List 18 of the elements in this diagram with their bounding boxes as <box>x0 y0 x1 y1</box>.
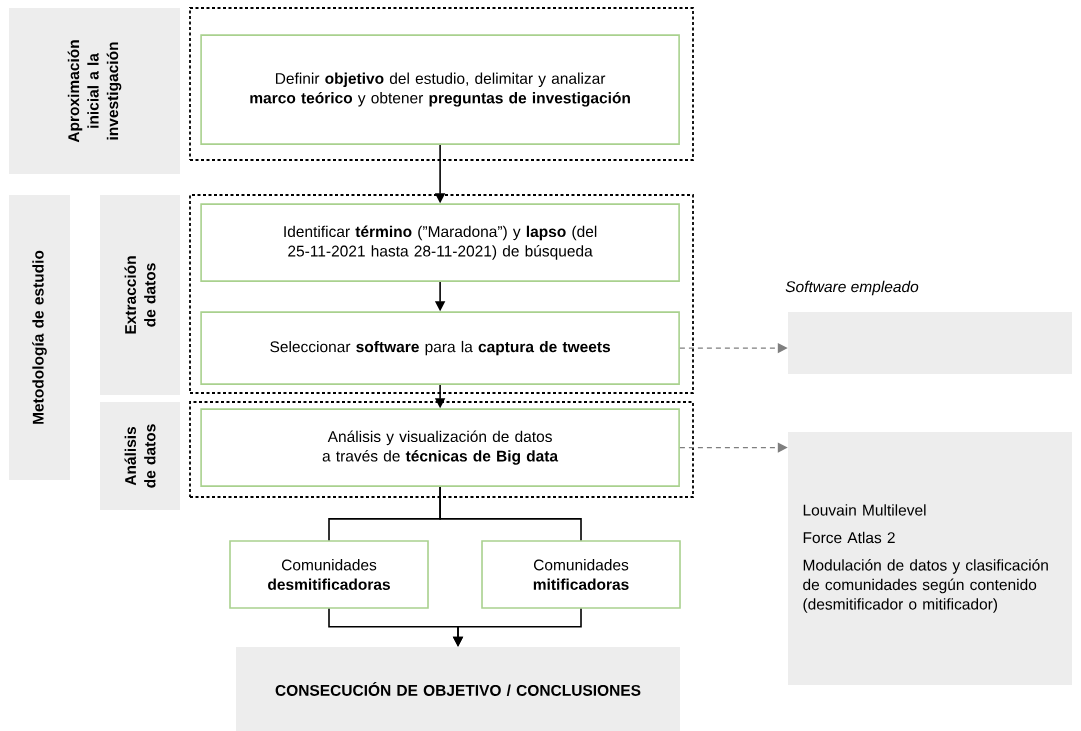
result-box <box>788 312 1072 374</box>
stage-band: Aproximación inicial a la investigación <box>9 8 180 174</box>
stage-band: Análisis de datos <box>100 402 180 510</box>
process-box: Análisis y visualización de datos a través de técnicas de Big data <box>200 408 680 487</box>
connector <box>439 486 582 541</box>
dashed-frame <box>189 194 694 394</box>
software-box: Louvain Multilevel Force Atlas 2 Modulación de datos y clasificación de comunidades según contenido (desmitificador o mitificador) <box>788 432 1072 685</box>
process-box: Comunidades mitificadoras <box>481 540 681 609</box>
process-box: Seleccionar software para la captura de tweets <box>200 311 680 385</box>
stage-band: Extracción de datos <box>100 195 180 395</box>
dashed-frame <box>189 7 694 161</box>
process-box: Comunidades desmitificadoras <box>229 540 429 609</box>
dashed-frame <box>189 401 694 498</box>
stage-band: Metodología de estudio <box>9 195 70 480</box>
result-box: CONSECUCIÓN DE OBJETIVO / CONCLUSIONES <box>236 647 680 731</box>
note-text: Software empleado <box>785 280 919 296</box>
process-box: Definir objetivo del estudio, delimitar y analizar marco teórico y obtener preguntas de investigación <box>200 34 680 145</box>
process-box: Identificar término (”Maradona”) y lapso (del 25-11-2021 hasta 28-11-2021) de búsqueda <box>200 203 680 282</box>
